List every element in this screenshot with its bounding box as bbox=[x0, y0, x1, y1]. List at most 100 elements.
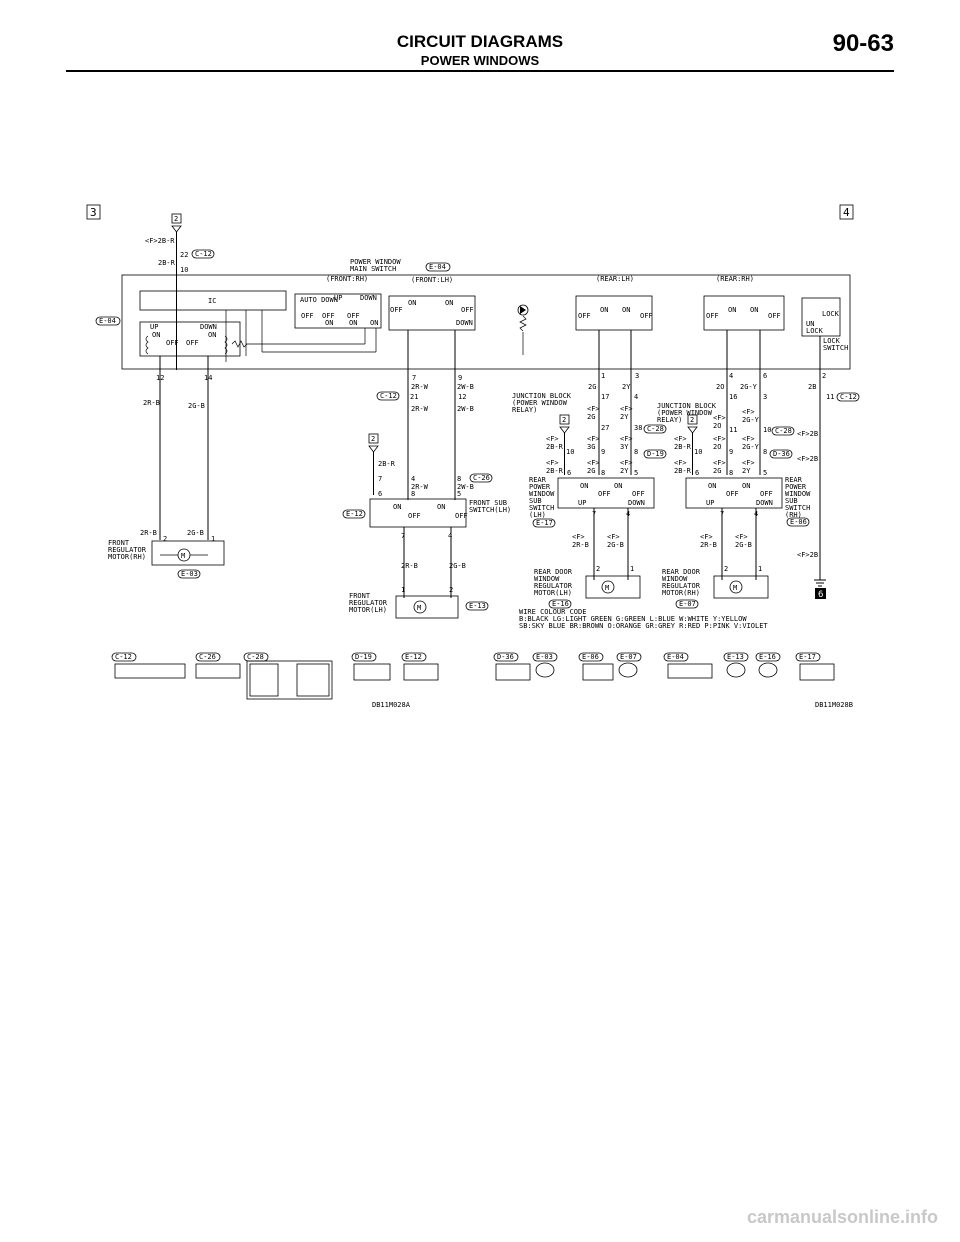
svg-text:6: 6 bbox=[378, 490, 382, 498]
svg-text:DOWN: DOWN bbox=[456, 319, 473, 327]
svg-text:C-28: C-28 bbox=[247, 653, 264, 661]
svg-text:4: 4 bbox=[634, 393, 638, 401]
svg-text:2B: 2B bbox=[808, 383, 816, 391]
sheet-marker-3: 3 bbox=[86, 204, 101, 220]
front-lh-switch bbox=[388, 295, 476, 331]
svg-text:ON: ON bbox=[152, 331, 160, 339]
svg-text:OFF: OFF bbox=[768, 312, 781, 320]
svg-text:38: 38 bbox=[634, 424, 642, 432]
svg-text:10: 10 bbox=[694, 448, 702, 456]
svg-text:C-26: C-26 bbox=[473, 474, 490, 482]
figure-code-b: DB11M028B bbox=[815, 701, 853, 709]
svg-text:21: 21 bbox=[410, 393, 418, 401]
svg-text:2Y: 2Y bbox=[620, 413, 629, 421]
svg-text:OFF: OFF bbox=[455, 512, 468, 520]
svg-text:<F>: <F> bbox=[607, 533, 620, 541]
svg-text:6: 6 bbox=[567, 469, 571, 477]
svg-text:WIRE COLOUR CODE: WIRE COLOUR CODE bbox=[519, 608, 586, 616]
svg-text:C-12: C-12 bbox=[840, 393, 857, 401]
svg-text:2R-B: 2R-B bbox=[143, 399, 160, 407]
svg-text:2: 2 bbox=[163, 535, 167, 543]
svg-text:2G-Y: 2G-Y bbox=[740, 383, 758, 391]
svg-text:IC: IC bbox=[208, 297, 216, 305]
svg-text:<F>2B: <F>2B bbox=[797, 551, 818, 559]
svg-text:ON: ON bbox=[208, 331, 216, 339]
svg-text:2: 2 bbox=[371, 435, 375, 443]
header-rule bbox=[66, 70, 894, 72]
svg-text:<F>: <F> bbox=[620, 405, 633, 413]
svg-text:E-17: E-17 bbox=[799, 653, 816, 661]
svg-text:<F>2B: <F>2B bbox=[797, 455, 818, 463]
svg-text:1: 1 bbox=[758, 565, 762, 573]
svg-text:16: 16 bbox=[729, 393, 737, 401]
svg-text:2B-R: 2B-R bbox=[546, 467, 564, 475]
svg-text:E-07: E-07 bbox=[620, 653, 637, 661]
svg-text:C-12: C-12 bbox=[195, 250, 212, 258]
svg-text:8: 8 bbox=[763, 448, 767, 456]
figure-code-a: DB11M028A bbox=[372, 701, 411, 709]
svg-text:8: 8 bbox=[457, 475, 461, 483]
svg-text:ON: ON bbox=[728, 306, 736, 314]
rear-lh-switch bbox=[575, 295, 653, 331]
svg-text:<F>: <F> bbox=[742, 459, 755, 467]
svg-text:E-06: E-06 bbox=[790, 518, 807, 526]
svg-text:LOCK: LOCK bbox=[822, 310, 840, 318]
svg-text:2G-Y: 2G-Y bbox=[742, 443, 760, 451]
svg-text:OFF: OFF bbox=[461, 306, 474, 314]
sheet-marker-4: 4 bbox=[839, 204, 854, 220]
svg-text:7: 7 bbox=[592, 510, 596, 518]
svg-text:OFF: OFF bbox=[408, 512, 421, 520]
svg-text:UP: UP bbox=[334, 294, 342, 302]
svg-text:E-16: E-16 bbox=[552, 600, 569, 608]
svg-text:<F>: <F> bbox=[742, 408, 755, 416]
main-switch-box bbox=[121, 274, 851, 370]
rear-rh-motor-box bbox=[713, 575, 769, 599]
svg-text:OFF: OFF bbox=[186, 339, 199, 347]
svg-text:10: 10 bbox=[763, 426, 771, 434]
svg-text:2G-B: 2G-B bbox=[187, 529, 204, 537]
svg-text:2R-B: 2R-B bbox=[140, 529, 157, 537]
svg-text:2: 2 bbox=[596, 565, 600, 573]
svg-text:SB:SKY BLUE BR:BROWN O:ORANG: SB:SKY BLUE BR:BROWN O:ORANGE GR:GREY R:… bbox=[519, 622, 768, 630]
svg-text:D-19: D-19 bbox=[355, 653, 372, 661]
svg-text:8: 8 bbox=[411, 490, 415, 498]
front-rh-motor-box bbox=[151, 540, 225, 566]
svg-text:2O: 2O bbox=[713, 422, 721, 430]
svg-text:2O: 2O bbox=[716, 383, 724, 391]
svg-text:OFF: OFF bbox=[726, 490, 739, 498]
svg-text:ON: ON bbox=[408, 299, 416, 307]
svg-text:OFF: OFF bbox=[706, 312, 719, 320]
svg-text:OFF: OFF bbox=[301, 312, 314, 320]
page-number: 90-63 bbox=[832, 30, 894, 57]
svg-text:ON: ON bbox=[349, 319, 357, 327]
svg-text:(FRONT:RH): (FRONT:RH) bbox=[326, 275, 368, 283]
rear-rh-sub-switch bbox=[685, 477, 783, 509]
svg-text:2B-R: 2B-R bbox=[158, 259, 176, 267]
svg-text:E-12: E-12 bbox=[405, 653, 422, 661]
indicator-led bbox=[517, 304, 529, 355]
front-rh-motor-icon bbox=[177, 548, 191, 562]
svg-text:1: 1 bbox=[401, 586, 405, 594]
svg-text:OFF: OFF bbox=[578, 312, 591, 320]
svg-text:C-12: C-12 bbox=[115, 653, 132, 661]
svg-text:UP: UP bbox=[150, 323, 158, 331]
svg-text:OFF: OFF bbox=[598, 490, 611, 498]
svg-text:8: 8 bbox=[601, 469, 605, 477]
ic-block bbox=[139, 290, 287, 311]
svg-text:2: 2 bbox=[724, 565, 728, 573]
svg-text:7: 7 bbox=[378, 475, 382, 483]
svg-text:2O: 2O bbox=[713, 443, 721, 451]
svg-text:2W-B: 2W-B bbox=[457, 483, 474, 491]
svg-text:<F>: <F> bbox=[587, 405, 600, 413]
svg-text:2Y: 2Y bbox=[622, 383, 631, 391]
svg-text:<F>2B: <F>2B bbox=[797, 430, 818, 438]
svg-text:<F>: <F> bbox=[620, 459, 633, 467]
svg-text:E-04: E-04 bbox=[99, 317, 116, 325]
svg-text:2R-B: 2R-B bbox=[700, 541, 717, 549]
svg-text:E-07: E-07 bbox=[679, 600, 696, 608]
